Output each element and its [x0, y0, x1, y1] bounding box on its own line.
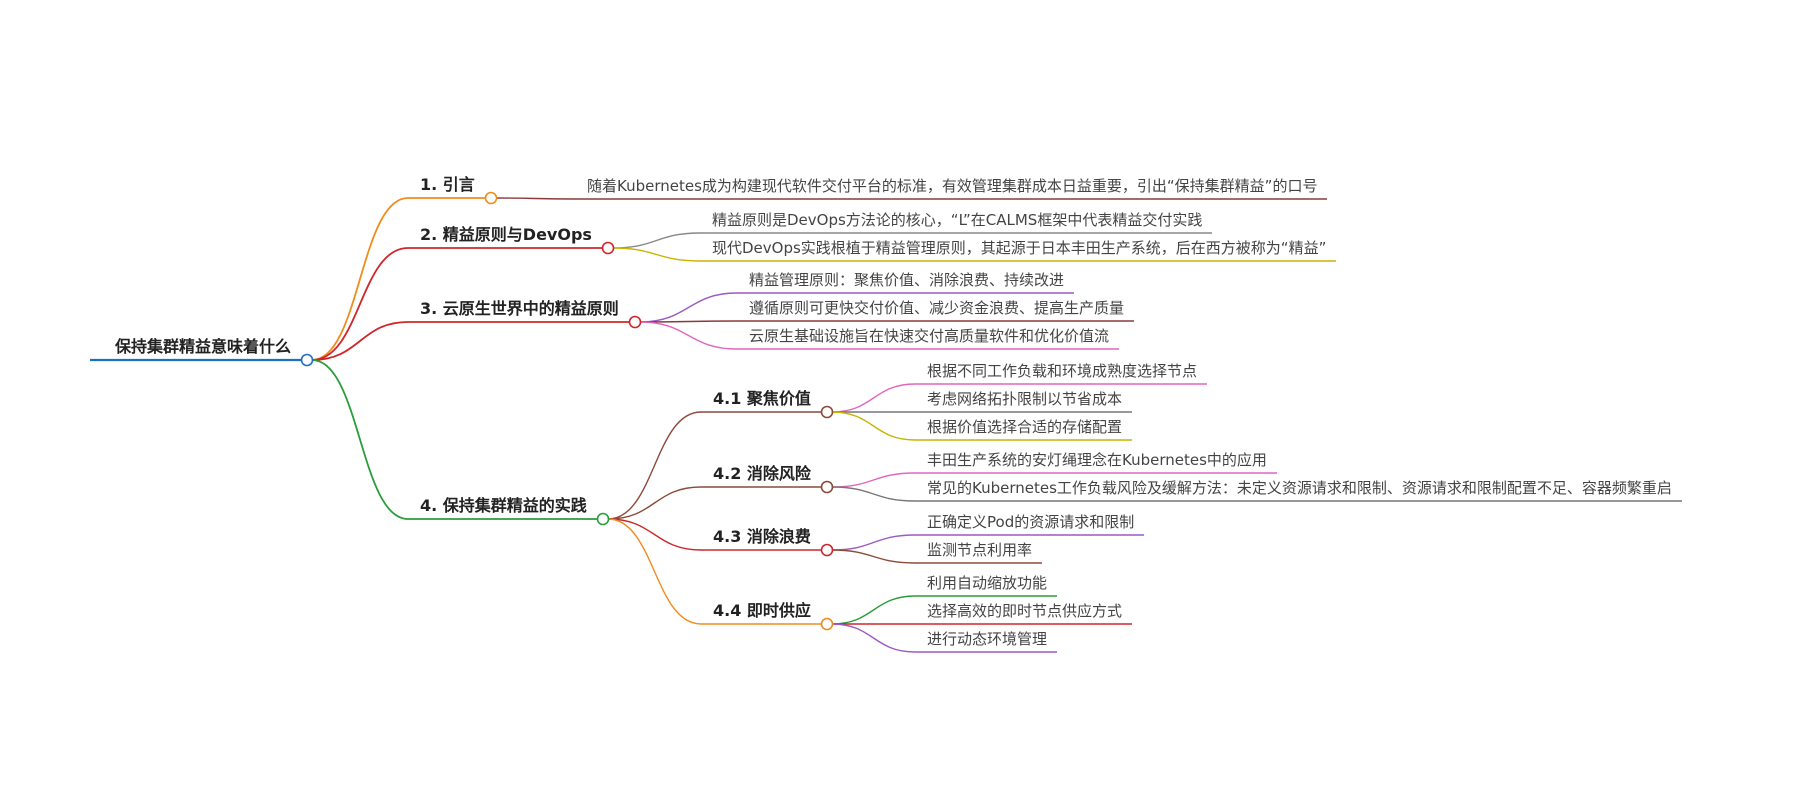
leaf-cloud-1: 精益管理原则：聚焦价值、消除浪费、持续改进 [749, 271, 1065, 289]
connector-root-children-3-children-3-children-2 [831, 623, 916, 653]
branch-cloud-native-lean[interactable]: 3. 云原生世界中的精益原则 [420, 299, 619, 318]
branch-lean-devops[interactable]: 2. 精益原则与DevOps [420, 225, 592, 244]
collapse-circle-root-children-3-children-1 [820, 480, 834, 494]
sub-eliminate-waste[interactable]: 4.3 消除浪费 [713, 527, 811, 546]
connector-root-children-2-children-0 [639, 292, 738, 323]
leaf-focus-3: 根据价值选择合适的存储配置 [927, 418, 1123, 436]
collapse-circle-root [300, 353, 314, 367]
connector-root-children-1-children-1 [612, 247, 701, 262]
sub-eliminate-risk[interactable]: 4.2 消除风险 [713, 464, 811, 483]
connector-root-children-3-children-2 [607, 518, 702, 551]
connector-root-children-3 [311, 359, 409, 520]
branch-intro[interactable]: 1. 引言 [420, 175, 475, 194]
branch-lean-practice[interactable]: 4. 保持集群精益的实践 [420, 496, 587, 515]
connector-root-children-3-children-2-children-1 [831, 549, 916, 564]
sub-focus-value[interactable]: 4.1 聚焦价值 [713, 389, 811, 408]
leaf-focus-1: 根据不同工作负载和环境成熟度选择节点 [927, 362, 1198, 380]
connector-root-children-3-children-2-children-0 [831, 534, 916, 551]
collapse-circle-root-children-2 [628, 315, 642, 329]
connector-root-children-3-children-3-children-0 [831, 595, 916, 625]
connector-root-children-1-children-0 [612, 232, 701, 249]
leaf-cloud-3: 云原生基础设施旨在快速交付高质量软件和优化价值流 [749, 327, 1110, 345]
connector-root-children-1 [311, 247, 409, 361]
leaf-devops-2: 现代DevOps实践根植于精益管理原则，其起源于日本丰田生产系统，后在西方被称为… [712, 239, 1327, 257]
root-topic[interactable]: 保持集群精益意味着什么 [115, 337, 292, 356]
collapse-circle-root-children-0 [484, 191, 498, 205]
leaf-jit-2: 选择高效的即时节点供应方式 [927, 602, 1123, 620]
leaf-waste-2: 监测节点利用率 [927, 541, 1033, 559]
connector-root-children-2-children-2 [639, 321, 738, 350]
leaf-risk-2: 常见的Kubernetes工作负载风险及缓解方法：未定义资源请求和限制、资源请求… [927, 479, 1672, 497]
connector-root-children-3-children-0 [607, 411, 702, 520]
collapse-circle-root-children-3 [596, 512, 610, 526]
connector-root-children-0 [311, 197, 409, 361]
connector-root-children-3-children-1 [607, 486, 702, 520]
connector-root-children-3-children-0-children-2 [831, 411, 916, 441]
leaf-focus-2: 考虑网络拓扑限制以节省成本 [927, 390, 1123, 408]
connector-root-children-3-children-0-children-0 [831, 383, 916, 413]
leaf-jit-1: 利用自动缩放功能 [927, 574, 1048, 592]
leaf-jit-3: 进行动态环境管理 [927, 630, 1048, 648]
collapse-circle-root-children-3-children-2 [820, 543, 834, 557]
leaf-risk-1: 丰田生产系统的安灯绳理念在Kubernetes中的应用 [927, 451, 1267, 469]
connector-root-children-2 [311, 321, 409, 361]
collapse-circle-root-children-1 [601, 241, 615, 255]
connector-root-children-2-children-1 [639, 320, 738, 323]
connector-root-children-3-children-1-children-1 [831, 486, 916, 502]
connector-root-children-0-children-0 [495, 197, 576, 200]
leaf-devops-1: 精益原则是DevOps方法论的核心，“L”在CALMS框架中代表精益交付实践 [712, 211, 1203, 229]
leaf-waste-1: 正确定义Pod的资源请求和限制 [927, 513, 1135, 531]
sub-just-in-time[interactable]: 4.4 即时供应 [713, 601, 811, 620]
collapse-circle-root-children-3-children-0 [820, 405, 834, 419]
connector-root-children-3-children-3 [607, 518, 702, 625]
collapse-circle-root-children-3-children-3 [820, 617, 834, 631]
leaf-cloud-2: 遵循原则可更快交付价值、减少资金浪费、提高生产质量 [749, 299, 1125, 317]
leaf-intro-1: 随着Kubernetes成为构建现代软件交付平台的标准，有效管理集群成本日益重要… [587, 177, 1318, 195]
connector-root-children-3-children-1-children-0 [831, 472, 916, 488]
